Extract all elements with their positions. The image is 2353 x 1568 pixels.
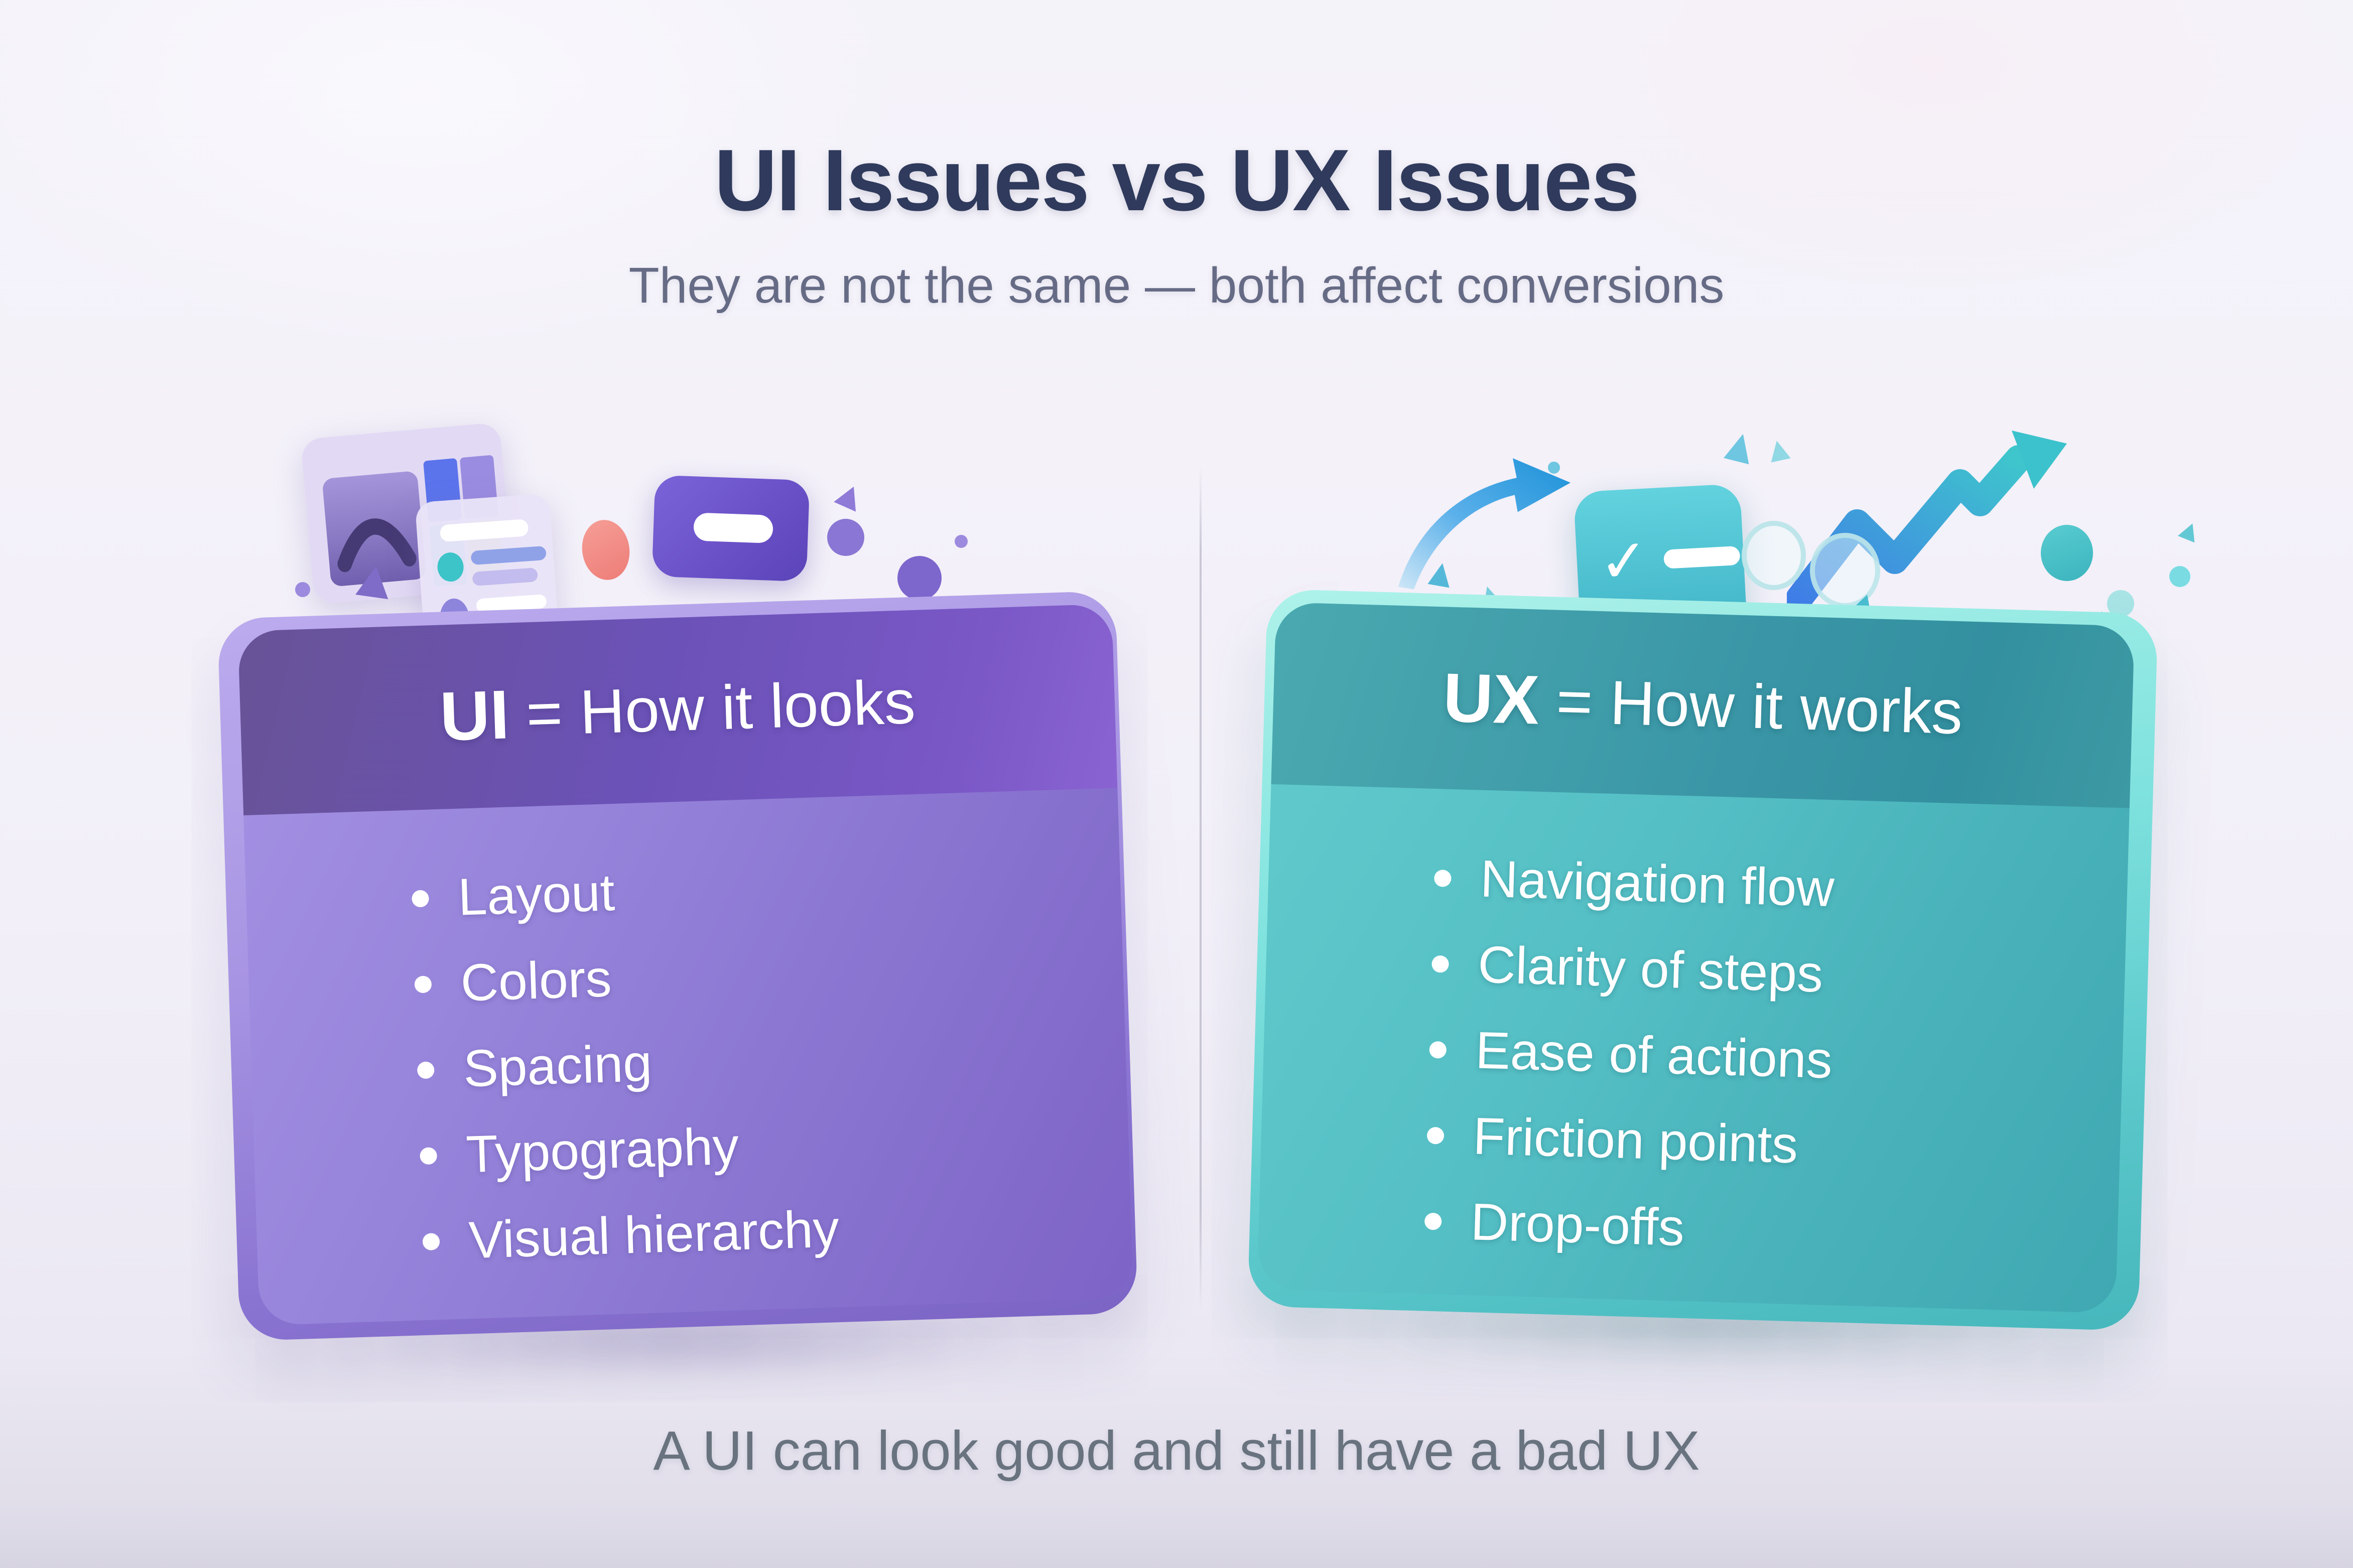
dot-shape xyxy=(2169,566,2190,587)
list-item: Visual hierarchy xyxy=(422,1191,1102,1272)
triangle-shape xyxy=(2178,520,2201,542)
ui-card-heading-prefix: UI xyxy=(439,676,510,756)
circle-shape xyxy=(897,556,942,600)
bullet-dot xyxy=(1429,1041,1447,1059)
circle-shape xyxy=(1810,533,1880,608)
bullet-dot xyxy=(417,1061,435,1079)
list-item: Typography xyxy=(419,1105,1099,1186)
bullet-dot xyxy=(1424,1212,1442,1230)
bullet-dot xyxy=(420,1147,438,1165)
ux-card-face: UX = How it works Navigation flow Clarit… xyxy=(1257,602,2135,1314)
ux-card-list: Navigation flow Clarity of steps Ease of… xyxy=(1257,784,2129,1313)
circle-shape xyxy=(827,519,864,556)
list-item-label: Colors xyxy=(460,949,613,1013)
ui-card-header: UI = How it looks xyxy=(237,604,1118,815)
ui-card-list: Layout Colors Spacing Typography Visual … xyxy=(243,788,1133,1325)
list-item-label: Drop-offs xyxy=(1470,1193,1685,1257)
list-item-label: Spacing xyxy=(462,1034,653,1098)
swoosh-arrow-icon xyxy=(1398,458,1571,590)
ux-card-header: UX = How it works xyxy=(1271,602,2135,808)
list-item-label: Layout xyxy=(457,863,616,927)
list-item-label: Ease of actions xyxy=(1475,1021,1834,1090)
list-item: Friction points xyxy=(1426,1105,2090,1184)
dot-shape xyxy=(1548,462,1560,474)
circle-shape xyxy=(2041,525,2093,581)
ui-card-face: UI = How it looks Layout Colors Spacing … xyxy=(237,604,1134,1326)
list-item: Spacing xyxy=(416,1020,1096,1100)
ui-card: UI = How it looks Layout Colors Spacing … xyxy=(217,591,1138,1341)
list-item: Ease of actions xyxy=(1428,1020,2093,1098)
list-item-label: Navigation flow xyxy=(1479,849,1835,918)
bullet-dot xyxy=(414,975,432,993)
footer-note: A UI can look good and still have a bad … xyxy=(653,1420,1700,1482)
triangle-shape xyxy=(1724,431,1756,465)
color-palette-icon xyxy=(300,422,514,605)
bullet-dot xyxy=(1433,869,1452,887)
list-item-label: Clarity of steps xyxy=(1477,935,1824,1004)
vertical-divider xyxy=(1200,467,1202,1310)
list-item: Clarity of steps xyxy=(1431,934,2096,1012)
checklist-bar xyxy=(1663,545,1741,569)
list-item: Navigation flow xyxy=(1433,848,2098,926)
ux-card: UX = How it works Navigation flow Clarit… xyxy=(1247,589,2158,1331)
image-thumbnail-icon xyxy=(322,470,427,587)
dot-shape xyxy=(295,582,310,597)
list-item: Colors xyxy=(414,934,1094,1015)
page-subtitle: They are not the same — both affect conv… xyxy=(628,257,1725,314)
bullet-dot xyxy=(1431,955,1450,973)
list-item-label: Friction points xyxy=(1472,1107,1799,1175)
bullet-dot xyxy=(412,890,430,908)
ui-card-heading-rest: = How it looks xyxy=(525,667,917,749)
arc-glyph xyxy=(337,518,417,573)
check-icon: ✓ xyxy=(1597,527,1651,596)
list-item: Layout xyxy=(411,848,1091,929)
page-title: UI Issues vs UX Issues xyxy=(714,131,1640,229)
dot-shape xyxy=(955,535,968,548)
list-item-label: Typography xyxy=(465,1117,740,1184)
bullet-dot xyxy=(422,1233,440,1251)
list-item: Drop-offs xyxy=(1424,1191,2088,1269)
list-item-label: Visual hierarchy xyxy=(468,1199,840,1270)
checklist-row: ✓ xyxy=(1576,526,1745,596)
circle-shape xyxy=(1742,521,1806,590)
bullet-dot xyxy=(1426,1126,1445,1145)
ux-card-heading-rest: = How it works xyxy=(1555,666,1964,747)
ux-card-heading-prefix: UX xyxy=(1442,659,1540,739)
